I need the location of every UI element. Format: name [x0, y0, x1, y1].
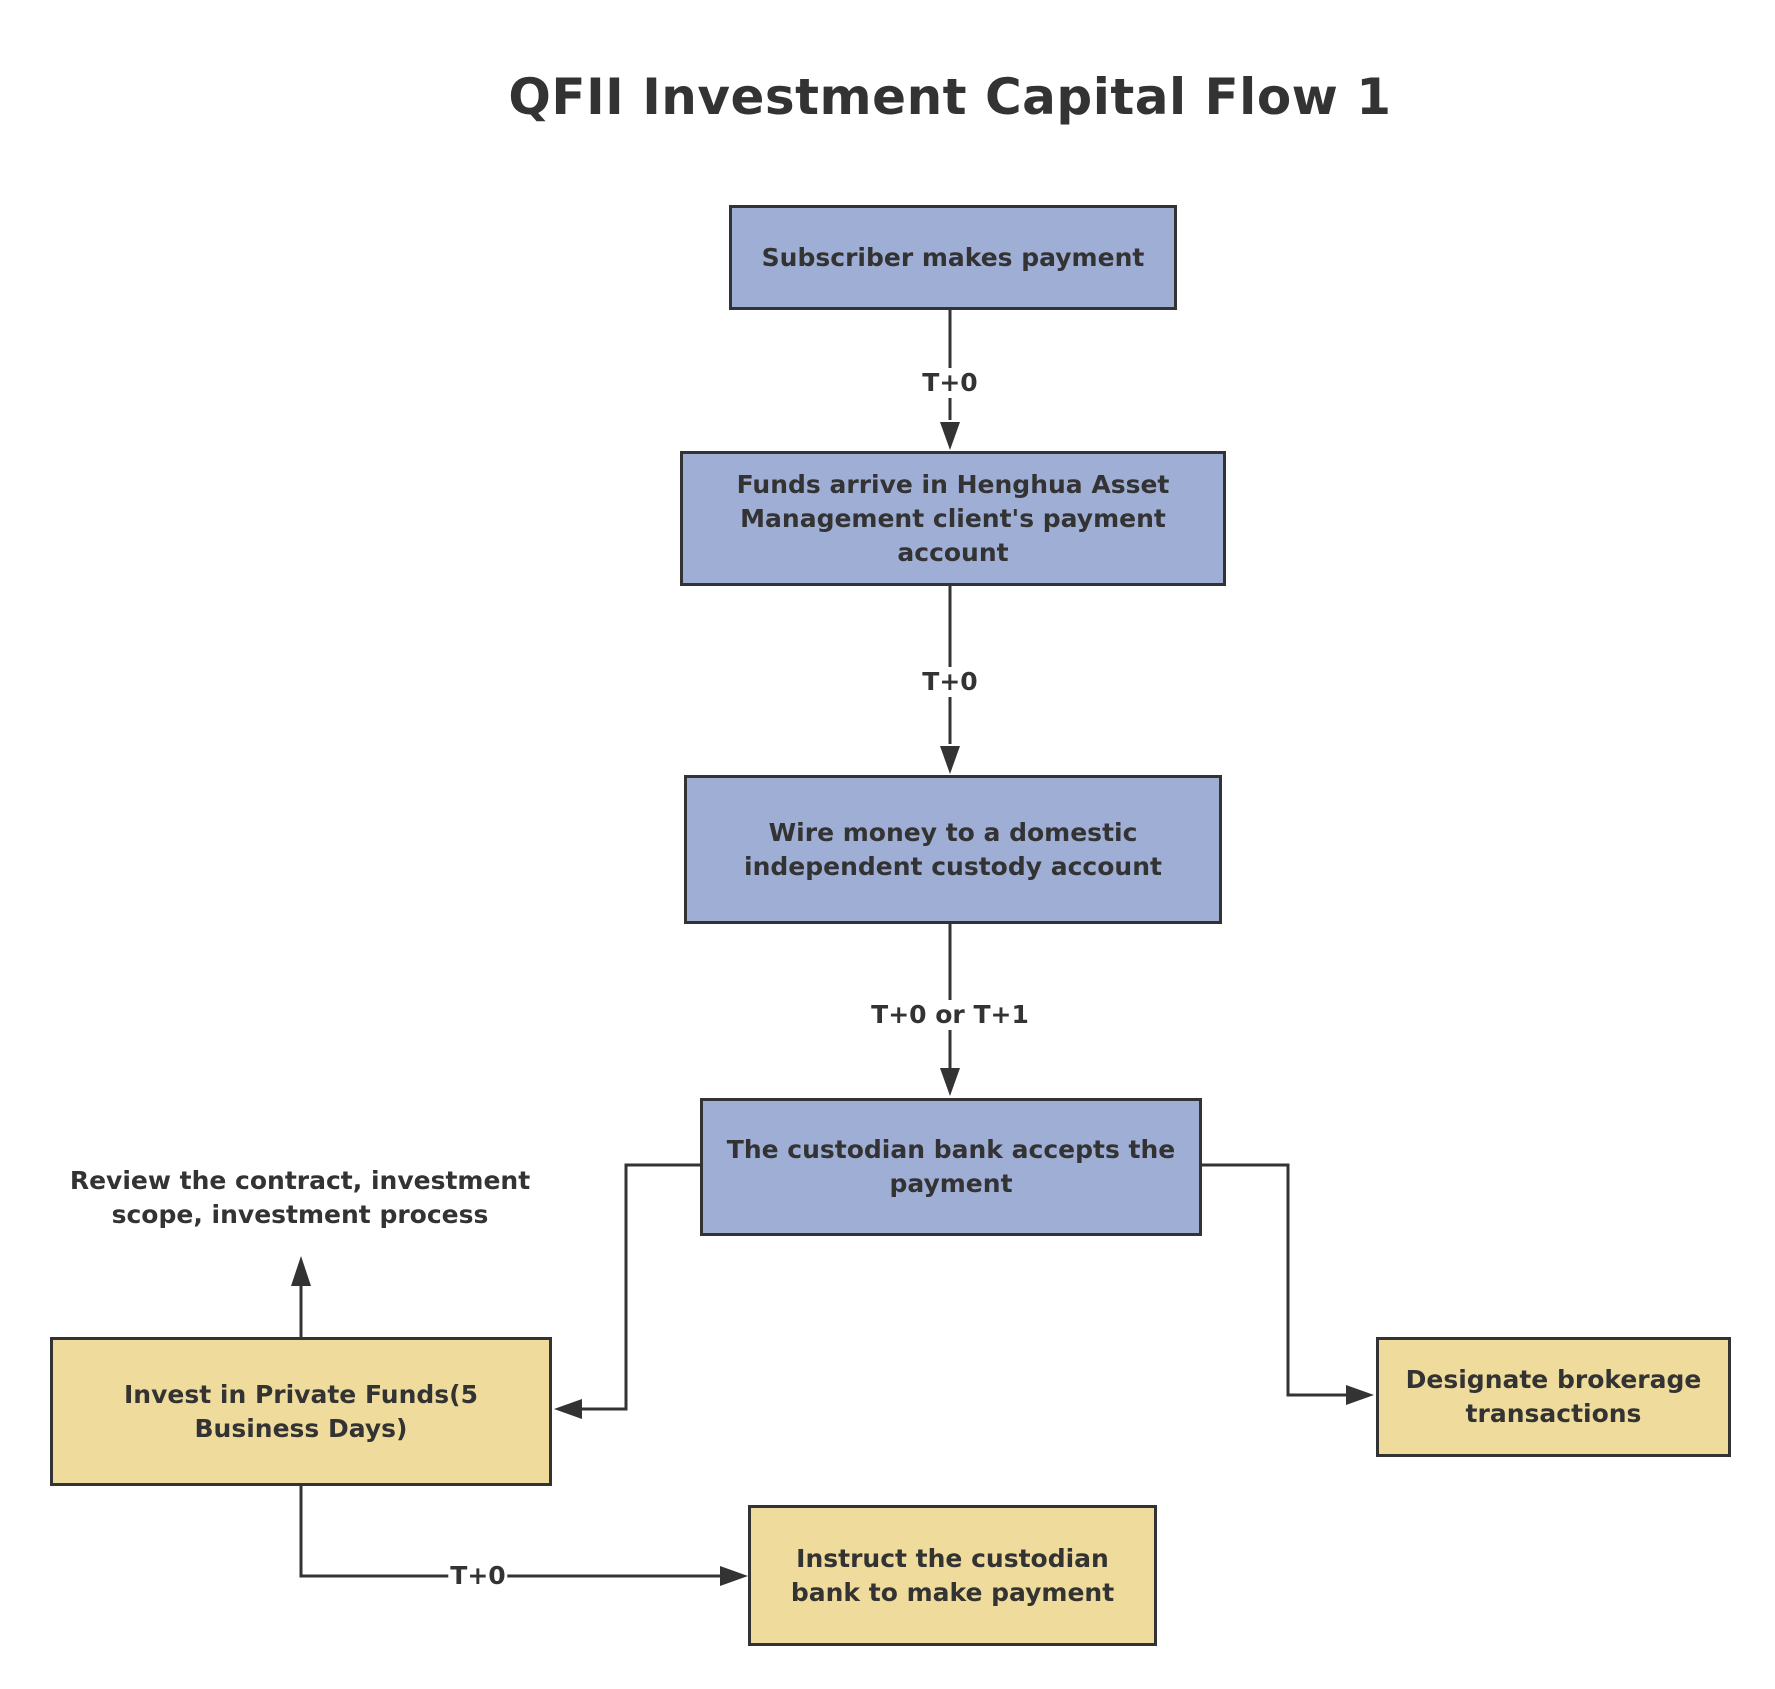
node-label: Subscriber makes payment	[761, 242, 1145, 272]
node-label: The custodian bank accepts the payment	[726, 1135, 1176, 1198]
arrowhead-custodian-to-brokerage	[1346, 1385, 1374, 1405]
diagram-title: QFII Investment Capital Flow 1	[508, 68, 1392, 126]
node-label: Instruct the custodian bank to make paym…	[790, 1543, 1115, 1607]
node-label: Designate brokerage transactions	[1405, 1365, 1702, 1428]
node-designate-brokerage: Designate brokerage transactions	[1376, 1337, 1731, 1457]
arrowhead-invest-to-instruct	[720, 1566, 748, 1586]
arrowhead-invest-to-review	[291, 1256, 311, 1286]
note-review-contract: Review the contract, investment scope, i…	[60, 1164, 540, 1232]
edge-custodian-to-brokerage	[1200, 1163, 1348, 1397]
edge-invest-to-instruct	[299, 1485, 722, 1578]
edge-label-invest-to-instruct: T+0	[448, 1561, 508, 1591]
node-custodian-accepts: The custodian bank accepts the payment	[700, 1098, 1202, 1236]
edge-label-subscriber-to-funds: T+0	[920, 368, 980, 398]
arrowhead-funds-to-wire	[940, 746, 960, 774]
node-subscriber-makes-payment: Subscriber makes payment	[729, 205, 1177, 310]
arrowhead-subscriber-to-funds	[940, 422, 960, 450]
node-label: Invest in Private Funds(5 Business Days)	[124, 1379, 478, 1443]
note-label: Review the contract, investment scope, i…	[69, 1166, 531, 1229]
arrowhead-custodian-to-invest	[554, 1399, 582, 1419]
node-invest-private-funds: Invest in Private Funds(5 Business Days)	[50, 1337, 552, 1486]
node-label: Funds arrive in Henghua Asset Management…	[736, 469, 1170, 567]
edge-custodian-to-invest	[580, 1163, 700, 1411]
node-instruct-custodian: Instruct the custodian bank to make paym…	[748, 1505, 1157, 1646]
arrowhead-wire-to-custodian	[940, 1068, 960, 1096]
edge-label-funds-to-wire: T+0	[920, 667, 980, 697]
node-label: Wire money to a domestic independent cus…	[744, 817, 1162, 881]
node-wire-money: Wire money to a domestic independent cus…	[684, 775, 1222, 924]
node-funds-arrive: Funds arrive in Henghua Asset Management…	[680, 451, 1226, 586]
edge-label-wire-to-custodian: T+0 or T+1	[869, 1000, 1031, 1030]
